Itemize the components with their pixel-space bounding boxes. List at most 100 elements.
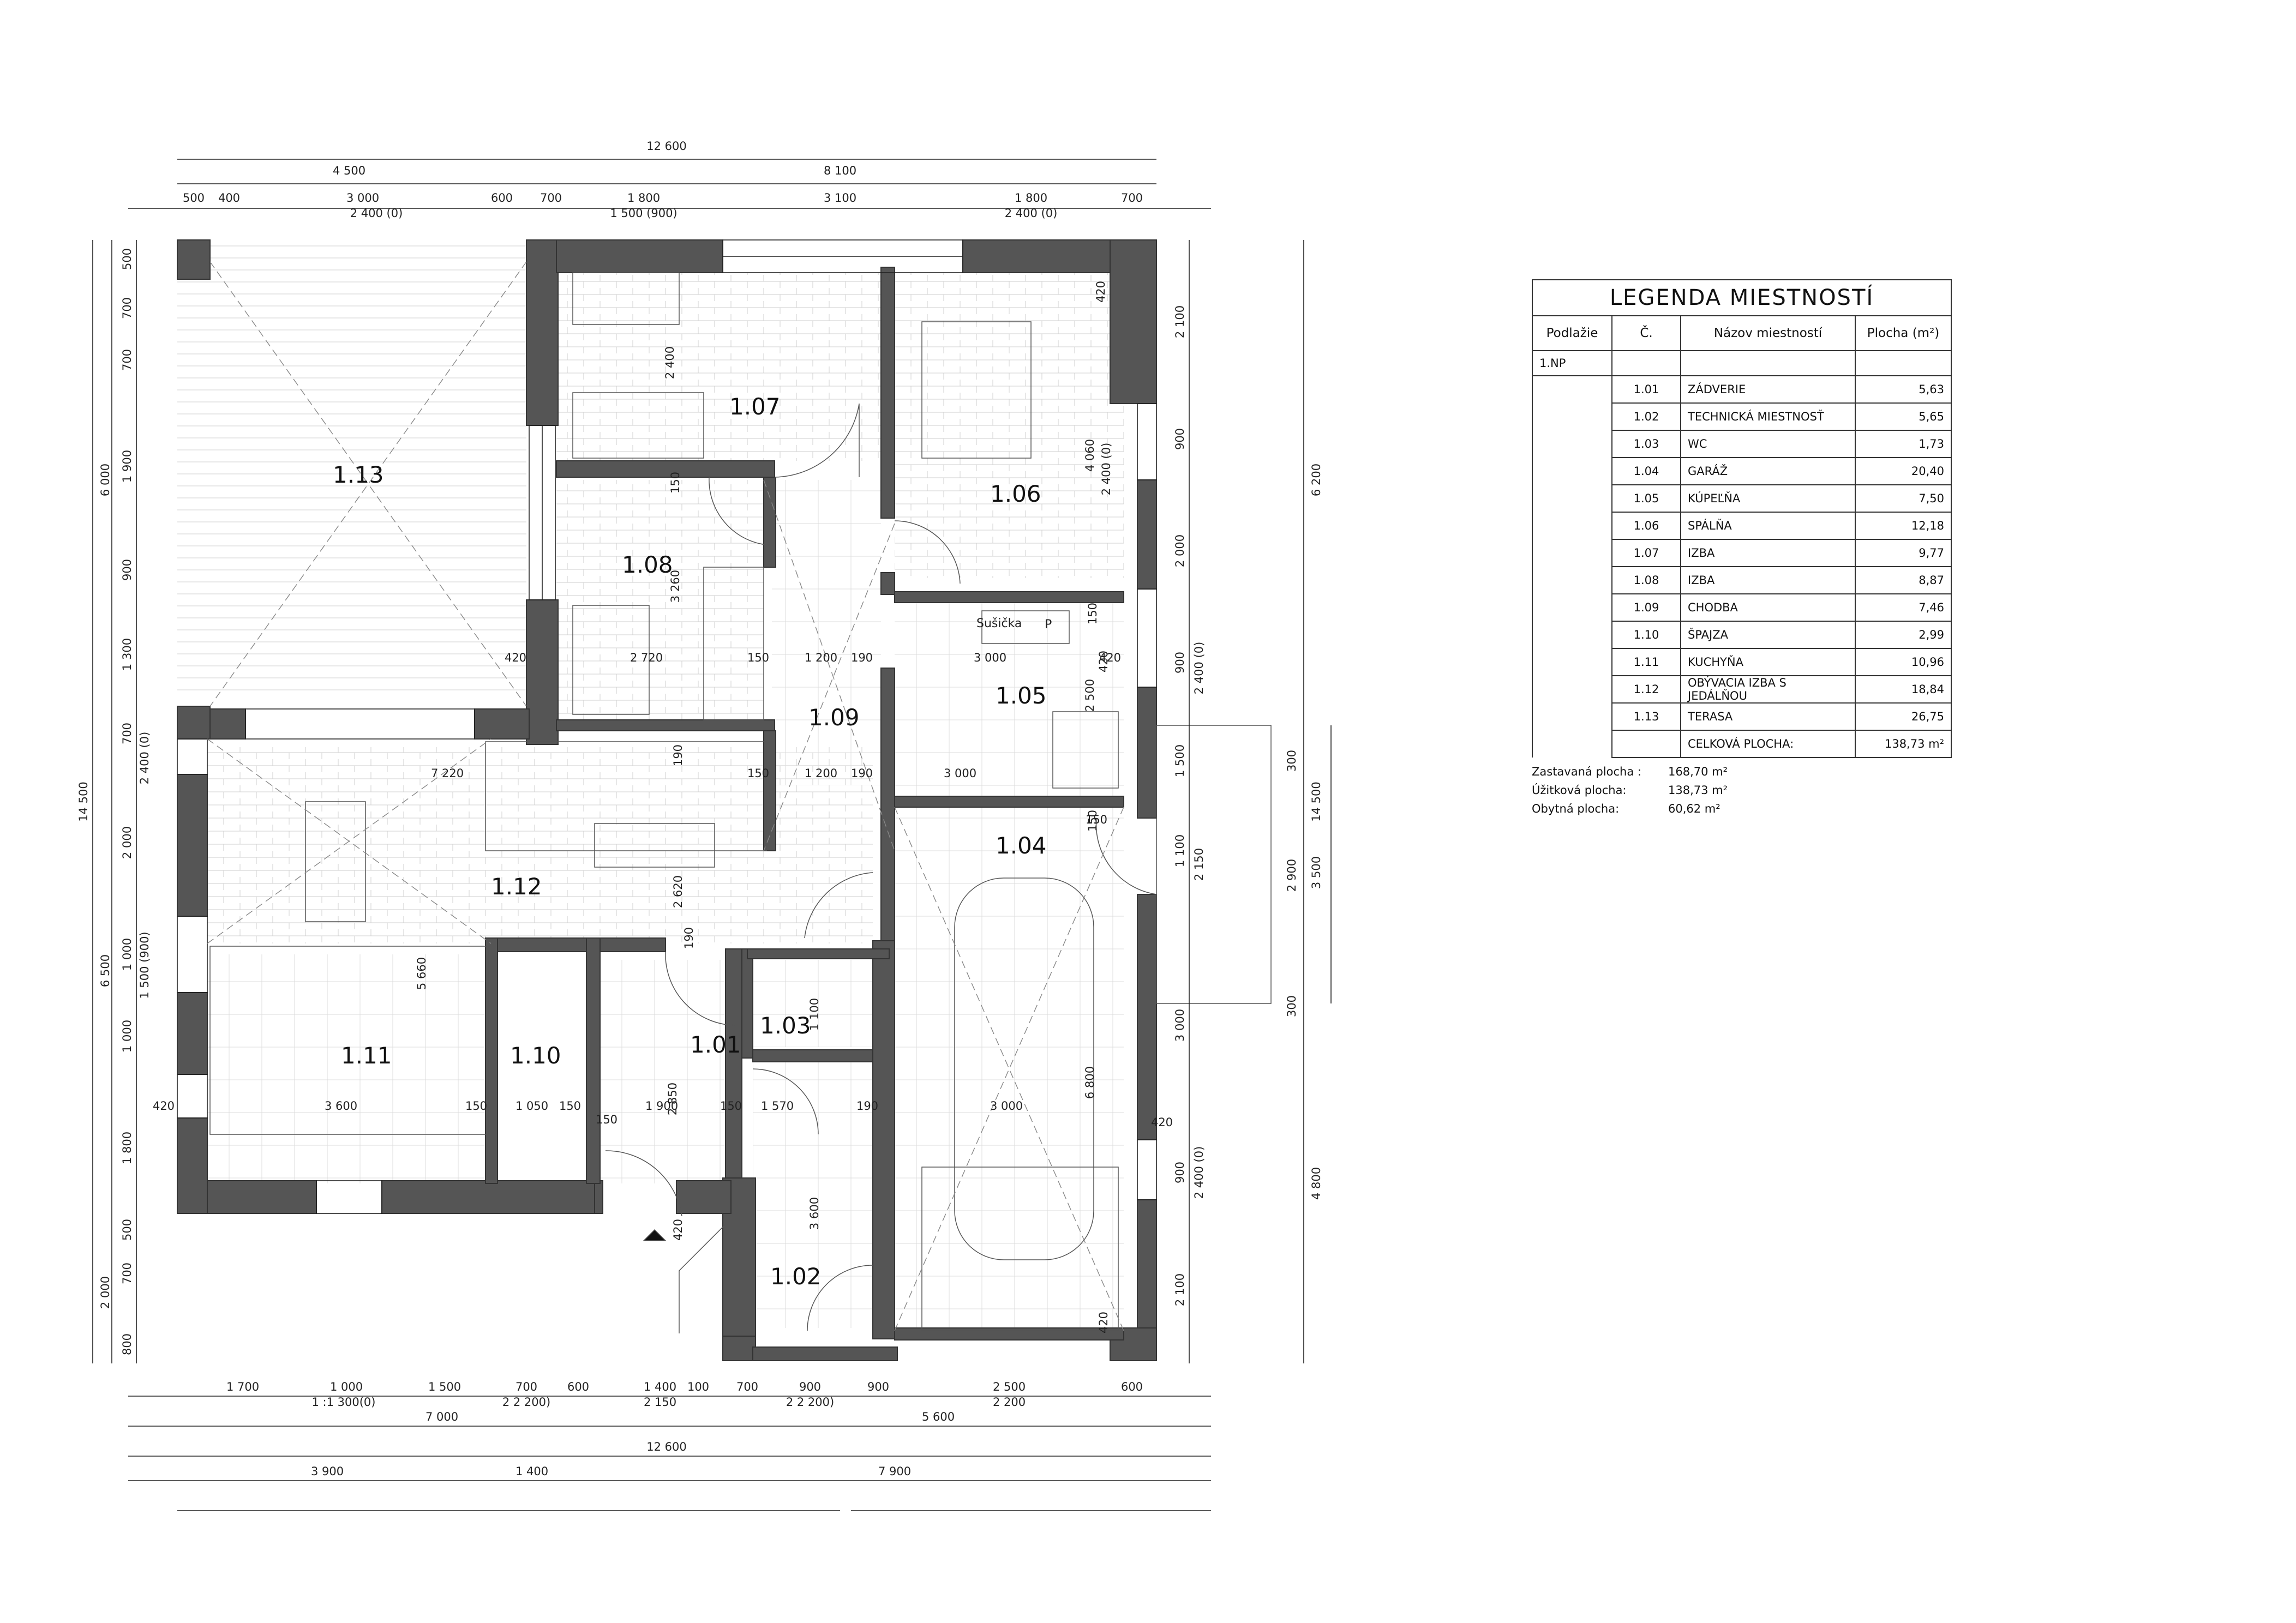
- dimension-label: 190: [856, 1099, 878, 1113]
- dimension-label: 6 500: [99, 954, 112, 987]
- legend-cell-name: OBÝVACIA IZBA S JEDÁLŇOU: [1680, 675, 1856, 704]
- dimension-label: 1 200: [805, 651, 837, 664]
- dimension-label: 2 850: [666, 1083, 679, 1115]
- dimension-label: 3 100: [824, 191, 856, 205]
- dimension-label: 900: [1173, 428, 1186, 450]
- doors: [605, 403, 1157, 1331]
- legend-cell-num: 1.02: [1611, 402, 1681, 431]
- legend-cell-name: KÚPEĽŇA: [1680, 484, 1856, 513]
- legend-cell-name: TERASA: [1680, 702, 1856, 731]
- dimension-label: 2 000: [1173, 534, 1186, 567]
- dimension-label: 420: [1099, 651, 1121, 664]
- legend-cell-num: 1.09: [1611, 593, 1681, 622]
- dimension-label: 1 500: [1173, 744, 1186, 777]
- dimension-label: 3 500: [1310, 856, 1323, 889]
- entrance-canopy: [643, 725, 1272, 1333]
- legend-cell-area: 9,77: [1855, 539, 1952, 567]
- dimension-label: 900: [867, 1380, 889, 1393]
- legend-total-area: 138,73 m²: [1855, 730, 1952, 758]
- dimension-label: 1 500 (900): [138, 931, 151, 999]
- dimension-label: 3 600: [808, 1197, 821, 1230]
- legend-header-floor: Podlažie: [1532, 315, 1612, 351]
- dimension-label: 1 300: [121, 638, 134, 671]
- dimension-label: 150: [1086, 603, 1099, 624]
- legend-cell-name: GARÁŽ: [1680, 457, 1856, 485]
- dimension-label: 2 720: [630, 651, 663, 664]
- dimension-label: 500: [121, 248, 134, 270]
- dimension-label: 2 400 (0): [350, 207, 403, 220]
- dimension-label: 1 000: [121, 1020, 134, 1053]
- dimension-label: 6 000: [99, 464, 112, 496]
- dimension-label: 3 000: [944, 767, 976, 780]
- dimension-label: 190: [672, 744, 685, 766]
- room-label: 1.02: [770, 1263, 822, 1290]
- dimension-label: 5 600: [922, 1410, 955, 1423]
- legend-cell-name: WC: [1680, 430, 1856, 458]
- legend-cell-area: 20,40: [1855, 457, 1952, 485]
- area-value: 168,70 m²: [1668, 765, 1728, 778]
- dimension-label: 1 050: [515, 1099, 548, 1113]
- room-label: 1.13: [333, 461, 384, 488]
- legend-title: LEGENDA MIESTNOSTÍ: [1532, 279, 1952, 316]
- dimension-label: 6 800: [1083, 1066, 1096, 1099]
- dimension-label: 12 600: [646, 1440, 686, 1453]
- legend-cell-name: IZBA: [1680, 566, 1856, 594]
- dimension-label: 3 260: [669, 570, 682, 603]
- legend-cell-num: 1.08: [1611, 566, 1681, 594]
- dimension-label: 2 500: [993, 1380, 1026, 1393]
- area-label: Zastavaná plocha :: [1532, 765, 1641, 778]
- dimension-label: 2 400 (0): [1192, 1146, 1206, 1199]
- dimension-label: 500: [121, 1219, 134, 1241]
- room-label: 1.09: [808, 704, 860, 731]
- legend-cell-name: ZÁDVERIE: [1680, 375, 1856, 404]
- dimension-label: 700: [515, 1380, 537, 1393]
- dimension-label: 2 200: [993, 1396, 1026, 1409]
- dimension-label: 2 100: [1173, 305, 1186, 338]
- dimension-label: 600: [1121, 1380, 1143, 1393]
- legend-cell-num: 1.10: [1611, 621, 1681, 649]
- dimension-label: 300: [1285, 995, 1298, 1017]
- dimension-label: 420: [1097, 1312, 1110, 1333]
- dimension-label: 2 000: [121, 826, 134, 859]
- windows: [177, 239, 1157, 1214]
- legend-header-area: Plocha (m²): [1855, 315, 1952, 351]
- legend-cell-num: 1.06: [1611, 512, 1681, 540]
- dimension-label: 900: [1173, 652, 1186, 674]
- diagonals: [207, 261, 1124, 1331]
- dimension-label: 150: [720, 1099, 742, 1113]
- area-value: 60,62 m²: [1668, 802, 1720, 815]
- room-label: 1.12: [491, 873, 542, 900]
- dimension-label: 150: [559, 1099, 581, 1113]
- dimension-label: 2 2 200): [786, 1396, 834, 1409]
- dimension-label: 2 000: [99, 1276, 112, 1309]
- dimension-label: 2 400 (0): [1005, 207, 1058, 220]
- legend-cell-area: 5,63: [1855, 375, 1952, 404]
- dimension-label: 1 200: [805, 767, 837, 780]
- dimension-label: 300: [1285, 750, 1298, 772]
- dimension-label: 700: [540, 191, 562, 205]
- room-labels: 1.13 1.07 1.06 1.08 1.09 1.05 1.12 1.04 …: [333, 393, 1052, 1290]
- dimension-label: 1 000: [330, 1380, 363, 1393]
- dimension-label: 700: [121, 1263, 134, 1284]
- room-label: 1.04: [996, 832, 1047, 859]
- dimension-label: 3 000: [974, 651, 1006, 664]
- legend-cell-name: CHODBA: [1680, 593, 1856, 622]
- legend-total-label: CELKOVÁ PLOCHA:: [1680, 730, 1856, 758]
- dimension-label: 1 500 (900): [610, 207, 677, 220]
- dimension-label: 1 900: [645, 1099, 678, 1113]
- legend-cell-num: 1.12: [1611, 675, 1681, 704]
- dimension-label: 150: [669, 472, 682, 494]
- dimension-label: 420: [672, 1219, 685, 1241]
- dimension-label: 8 100: [824, 164, 856, 177]
- dimension-label: 14 500: [1310, 782, 1323, 821]
- dimension-label: 800: [121, 1333, 134, 1355]
- dimension-label: 1 700: [226, 1380, 259, 1393]
- dimension-label: 14 500: [77, 782, 90, 821]
- dimension-label: 400: [218, 191, 240, 205]
- dimension-label: 6 200: [1310, 464, 1323, 496]
